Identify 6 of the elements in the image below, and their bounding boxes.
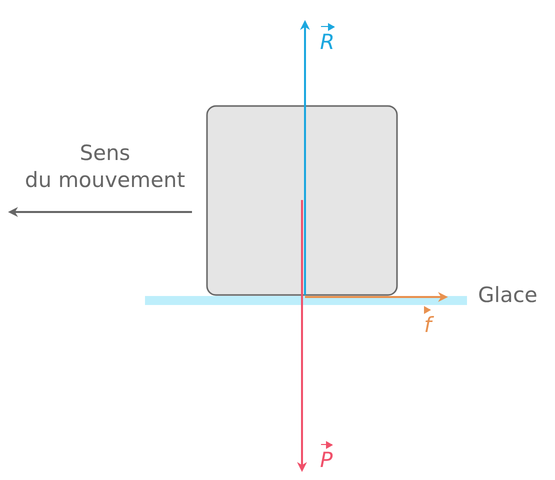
motion-label: Sens du mouvement xyxy=(24,140,186,194)
force-label: R xyxy=(320,20,335,56)
block xyxy=(206,105,398,296)
surface-label: Glace xyxy=(478,282,538,309)
force-label: f xyxy=(424,303,432,340)
force-label: P xyxy=(320,438,333,474)
